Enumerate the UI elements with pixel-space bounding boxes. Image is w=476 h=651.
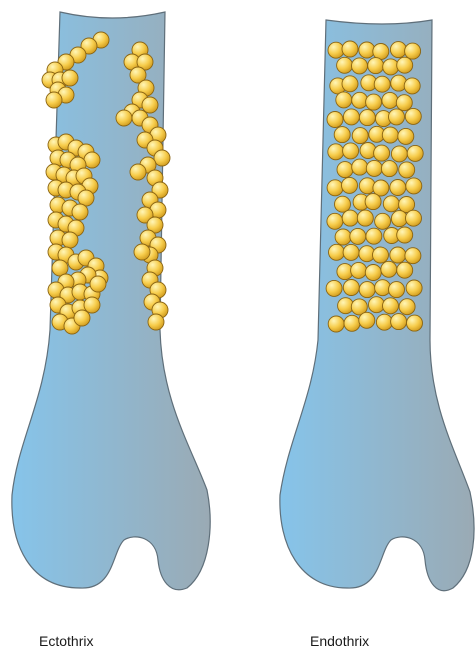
endothrix-spore (376, 314, 392, 330)
endothrix-spore (343, 244, 359, 260)
endothrix-spore (383, 298, 399, 314)
endothrix-spore (382, 127, 398, 143)
endothrix-spore (405, 108, 421, 124)
endothrix-spore (399, 299, 415, 315)
endothrix-spore (335, 196, 351, 212)
endothrix-spore (374, 76, 390, 92)
endothrix-spore (373, 44, 389, 60)
endothrix-spore (391, 211, 407, 227)
endothrix-spore (359, 282, 375, 298)
endothrix-spore (407, 315, 423, 331)
endothrix-spore (406, 178, 422, 194)
endothrix-spore (337, 57, 353, 73)
endothrix-spore (374, 145, 390, 161)
endothrix-spore (327, 112, 343, 128)
endothrix-spore (390, 42, 406, 58)
endothrix-spore (405, 43, 421, 59)
ectothrix-spore (74, 310, 90, 326)
endothrix-spore (357, 210, 373, 226)
endothrix-spore (352, 92, 368, 108)
endothrix-spore (368, 58, 384, 74)
endothrix-spore (406, 210, 422, 226)
endothrix-spore (396, 95, 412, 111)
ectothrix-spore (130, 164, 146, 180)
endothrix-spore (375, 280, 391, 296)
endothrix-spore (398, 128, 414, 144)
endothrix-spore (328, 42, 344, 58)
endothrix-spore (342, 177, 358, 193)
endothrix-spore (343, 143, 359, 159)
ectothrix-spore (134, 244, 150, 260)
endothrix-spore (399, 162, 415, 178)
endothrix-spore (397, 227, 413, 243)
ectothrix-spore (116, 110, 132, 126)
endothrix-spore (375, 213, 391, 229)
ectothrix-spore (46, 92, 62, 108)
endothrix-spore (381, 261, 397, 277)
endothrix-spore (351, 262, 367, 278)
endothrix-spore (342, 76, 358, 92)
endothrix-spore (365, 265, 381, 281)
endothrix-spore-layer (326, 41, 423, 332)
endothrix-spore (389, 109, 405, 125)
endothrix-spore (326, 280, 342, 296)
ectothrix-spore (84, 297, 100, 313)
endothrix-spore (405, 248, 421, 264)
endothrix-spore (337, 162, 353, 178)
endothrix-spore (390, 180, 406, 196)
ectothrix-spore (154, 150, 170, 166)
ectothrix-label: Ectothrix (39, 633, 93, 649)
endothrix-spore (382, 92, 398, 108)
endothrix-label: Endothrix (310, 633, 369, 649)
endothrix-spore (391, 314, 407, 330)
endothrix-spore (336, 92, 352, 108)
ectothrix-spore (90, 276, 106, 292)
endothrix-spore (397, 57, 413, 73)
endothrix-spore (350, 228, 366, 244)
endothrix-spore (369, 297, 385, 313)
endothrix-spore (391, 146, 407, 162)
endothrix-spore (366, 228, 382, 244)
ectothrix-hair-shaft (12, 12, 210, 590)
endothrix-spore (352, 128, 368, 144)
endothrix-spore (366, 160, 382, 176)
endothrix-spore (404, 78, 420, 94)
endothrix-spore (343, 109, 359, 125)
endothrix-spore (342, 210, 358, 226)
endothrix-spore (334, 127, 350, 143)
endothrix-spore (352, 159, 368, 175)
ectothrix-spore (72, 204, 88, 220)
ectothrix-spore (62, 232, 78, 248)
endothrix-spore (383, 196, 399, 212)
endothrix-spore (342, 41, 358, 57)
endothrix-spore (390, 247, 406, 263)
endothrix-spore (329, 244, 345, 260)
endothrix-spore (407, 145, 423, 161)
ectothrix-spore (142, 97, 158, 113)
endothrix-spore (397, 262, 413, 278)
endothrix-spore (373, 247, 389, 263)
endothrix-spore (359, 42, 375, 58)
endothrix-spore (366, 94, 382, 110)
endothrix-spore (328, 316, 344, 332)
ectothrix-spore (62, 70, 78, 86)
endothrix-spore (335, 229, 351, 245)
endothrix-spore (352, 58, 368, 74)
endothrix-spore (344, 315, 360, 331)
endothrix-spore (327, 213, 343, 229)
endothrix-spore (328, 144, 344, 160)
endothrix-spore (359, 110, 375, 126)
endothrix-spore (327, 180, 343, 196)
endothrix-spore (381, 161, 397, 177)
endothrix-spore (406, 280, 422, 296)
endothrix-spore (359, 312, 375, 328)
ectothrix-spore (148, 314, 164, 330)
endothrix-spore (383, 59, 399, 75)
endothrix-spore (343, 280, 359, 296)
endothrix-spore (365, 194, 381, 210)
endothrix-spore (389, 282, 405, 298)
